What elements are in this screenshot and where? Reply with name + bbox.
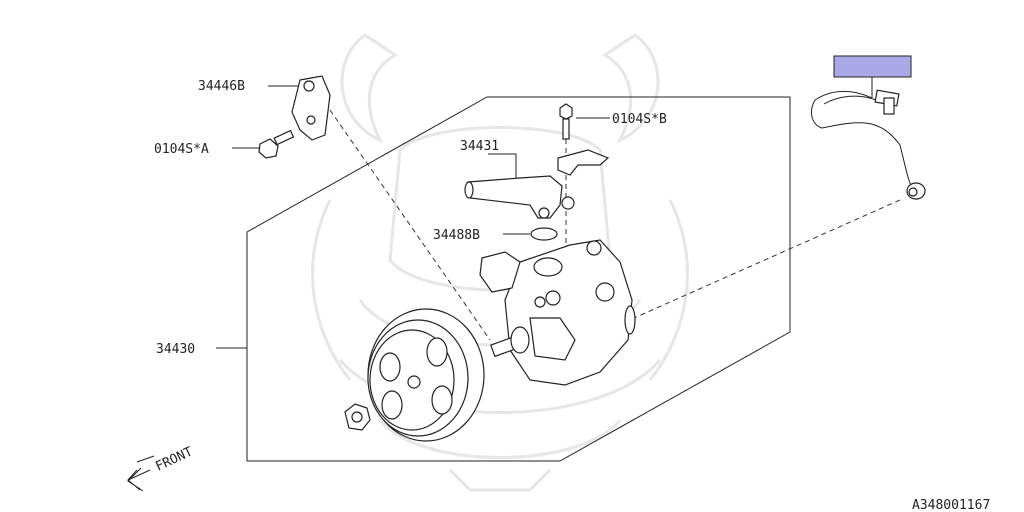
highlight-box[interactable] [833, 55, 912, 78]
dash-bracket-to-pump [329, 109, 491, 341]
bracket-34446B [291, 75, 331, 141]
assembly-boundary [246, 96, 791, 462]
o-ring-34488B [530, 227, 558, 241]
label-34431[interactable]: 34431 [460, 139, 499, 154]
label-34430[interactable]: 34430 [156, 342, 195, 357]
label-34488B[interactable]: 34488B [433, 228, 480, 243]
label-34446B[interactable]: 34446B [198, 79, 245, 94]
leader-34431 [488, 153, 517, 178]
bolt-0104SA [258, 129, 295, 159]
pulley-nut [344, 403, 371, 431]
pulley [367, 308, 485, 442]
bolt-0104SB [559, 103, 573, 140]
small-bracket [557, 149, 610, 176]
dash-sensor-to-pump [633, 199, 901, 319]
label-0104SA[interactable]: 0104S*A [154, 142, 209, 157]
front-label: FRONT [153, 444, 195, 474]
power-steering-pump [479, 239, 636, 386]
figure-id: A348001167 [912, 498, 990, 512]
pressure-switch-harness [811, 89, 926, 200]
union-pipe-34431 [464, 175, 575, 219]
label-0104SB[interactable]: 0104S*B [612, 112, 667, 127]
front-indicator: FRONT [127, 444, 195, 492]
